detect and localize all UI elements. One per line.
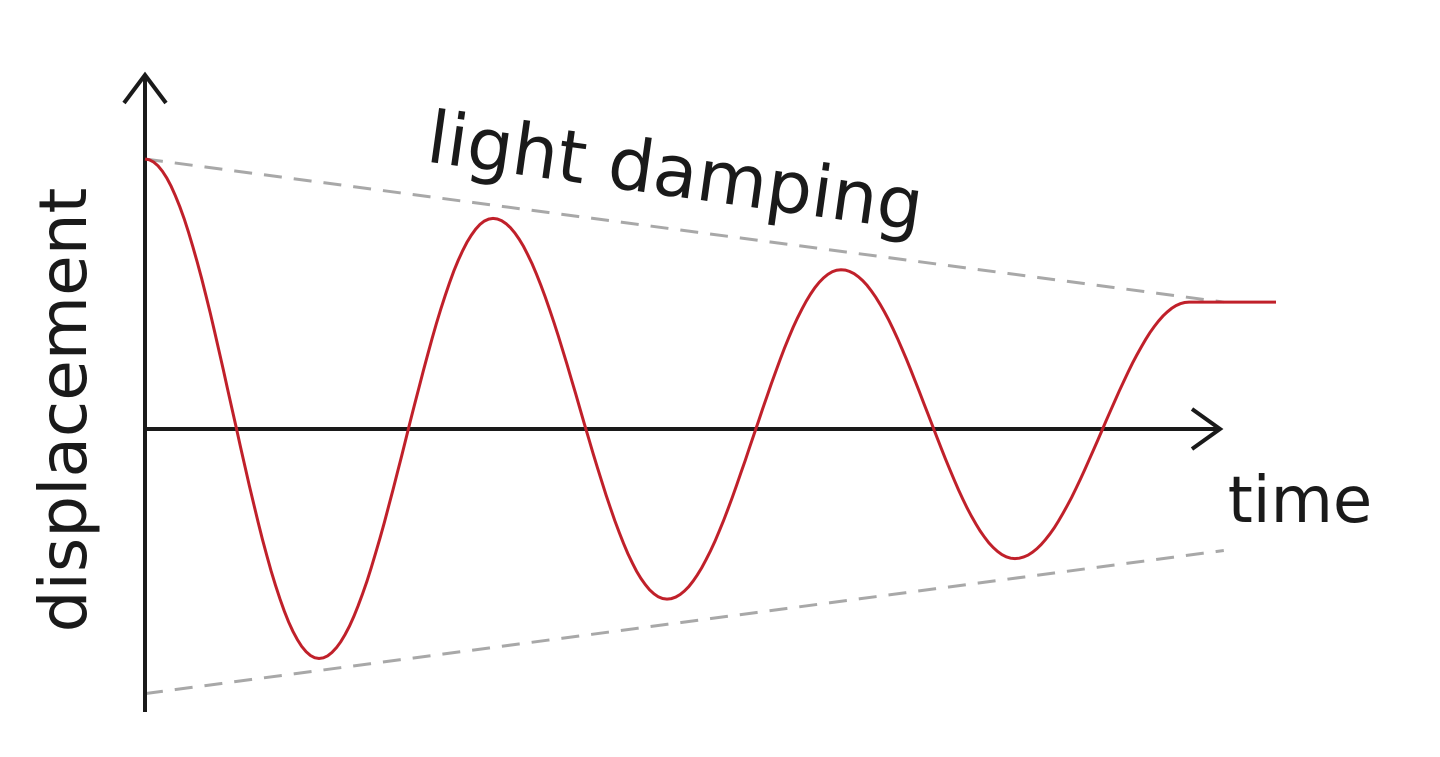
y-axis-arrowhead [122,71,168,105]
lower-envelope-line [144,549,1224,696]
upper-envelope-line [144,157,1224,304]
annotation-light-damping: light damping [422,95,928,248]
y-axis-label: displacement [25,188,102,633]
x-axis-arrowhead [1190,407,1224,451]
envelope-group [144,157,1224,696]
x-axis-label: time [1228,464,1373,538]
axes-group [122,71,1224,712]
curve-group [144,157,1276,661]
displacement-curve [144,157,1276,661]
